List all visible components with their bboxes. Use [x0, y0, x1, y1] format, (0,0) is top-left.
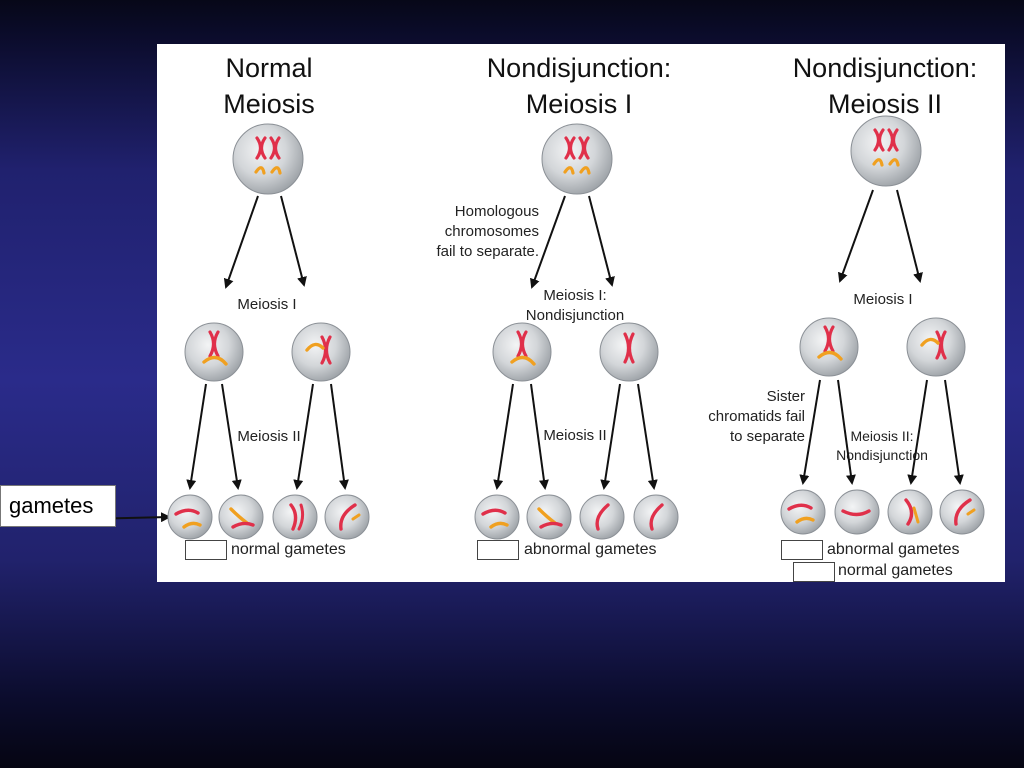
title-line: Meiosis I	[525, 89, 633, 119]
title-line: Meiosis II	[827, 89, 943, 119]
label-meiosis-1-nondisjunction: Meiosis I: Nondisjunction	[509, 286, 641, 326]
arrow	[530, 195, 566, 289]
arrow	[330, 383, 349, 490]
label-meiosis-1-col3: Meiosis I	[853, 291, 913, 308]
gamete-nd1-4	[633, 494, 679, 540]
legend-normal-gametes-col3: normal gametes	[838, 562, 953, 579]
label-line: fail to separate.	[436, 243, 539, 260]
label-meiosis-2-normal: Meiosis II	[237, 428, 301, 445]
title-line: Meiosis	[223, 89, 315, 119]
arrow	[837, 379, 856, 485]
title-normal-meiosis: Normal Meiosis	[197, 50, 341, 122]
label-sister-fail: Sister chromatids fail to separate	[677, 387, 805, 447]
label-line: chromatids fail	[708, 408, 805, 425]
arrow	[186, 383, 207, 490]
title-line: Normal	[225, 53, 313, 83]
arrow	[221, 383, 242, 490]
title-line: Nondisjunction:	[486, 53, 672, 83]
arrows-layer	[81, 189, 964, 523]
legend-normal-gametes: normal gametes	[231, 541, 346, 558]
legend-abnormal-gametes-col2: abnormal gametes	[524, 541, 657, 558]
mid-cell-nd1-right	[599, 322, 659, 382]
title-line: Nondisjunction:	[792, 53, 978, 83]
arrow	[896, 189, 923, 283]
arrow	[907, 379, 928, 485]
mid-cell-normal-right	[291, 322, 351, 382]
parent-cell-2	[541, 123, 613, 195]
gamete-normal-4	[324, 494, 370, 540]
title-nondisjunction-meiosis-2: Nondisjunction: Meiosis II	[765, 50, 1005, 122]
mid-cell-nd2-right	[906, 317, 966, 377]
label-meiosis-1-normal: Meiosis I	[237, 296, 297, 313]
gamete-nd1-3	[579, 494, 625, 540]
label-line: Nondisjunction	[525, 307, 625, 324]
label-line: chromosomes	[444, 223, 539, 240]
mid-cell-nd1-left	[492, 322, 552, 382]
arrow	[493, 383, 514, 490]
label-line: Homologous	[454, 203, 539, 220]
arrow	[838, 189, 874, 283]
label-meiosis-2-nondisjunction: Meiosis II: Nondisjunction	[821, 427, 943, 465]
gamete-nd1-1	[474, 494, 520, 540]
mid-cell-nd2-left	[799, 317, 859, 377]
arrow	[588, 195, 615, 287]
gamete-nd2-1	[780, 489, 826, 535]
arrow	[530, 383, 549, 490]
label-line: Sister	[766, 388, 805, 405]
legend-box-normal	[185, 540, 227, 560]
title-nondisjunction-meiosis-1: Nondisjunction: Meiosis I	[457, 50, 701, 122]
answer-box: gametes	[0, 485, 116, 527]
mid-cell-normal-left	[184, 322, 244, 382]
gamete-normal-3	[272, 494, 318, 540]
legend-abnormal-gametes-col3: abnormal gametes	[827, 541, 960, 558]
arrow	[637, 383, 658, 490]
label-line: Nondisjunction	[836, 447, 928, 463]
gamete-nd2-3	[887, 489, 933, 535]
gamete-nd2-2	[834, 489, 880, 535]
label-homologous-fail: Homologous chromosomes fail to separate.	[405, 202, 539, 262]
parent-cell-1	[232, 123, 304, 195]
label-line: to separate	[729, 428, 805, 445]
parent-cell-3	[850, 115, 922, 187]
label-line: Meiosis I:	[543, 287, 607, 304]
arrow	[223, 195, 259, 289]
arrow	[280, 195, 307, 287]
arrow	[293, 383, 314, 490]
label-meiosis-2-col2: Meiosis II	[543, 427, 607, 444]
label-line: Meiosis II:	[850, 428, 914, 444]
cells-layer	[167, 115, 985, 540]
legend-box-abnormal-col3	[781, 540, 823, 560]
arrow	[799, 379, 821, 485]
legend-box-normal-col3	[793, 562, 835, 582]
legend-box-abnormal-col2	[477, 540, 519, 560]
answer-text: gametes	[9, 493, 94, 518]
arrow	[600, 383, 621, 490]
arrow	[944, 379, 964, 485]
gamete-nd2-4	[939, 489, 985, 535]
gamete-nd1-2	[526, 494, 572, 540]
gamete-normal-1	[167, 494, 213, 540]
gamete-normal-2	[218, 494, 264, 540]
